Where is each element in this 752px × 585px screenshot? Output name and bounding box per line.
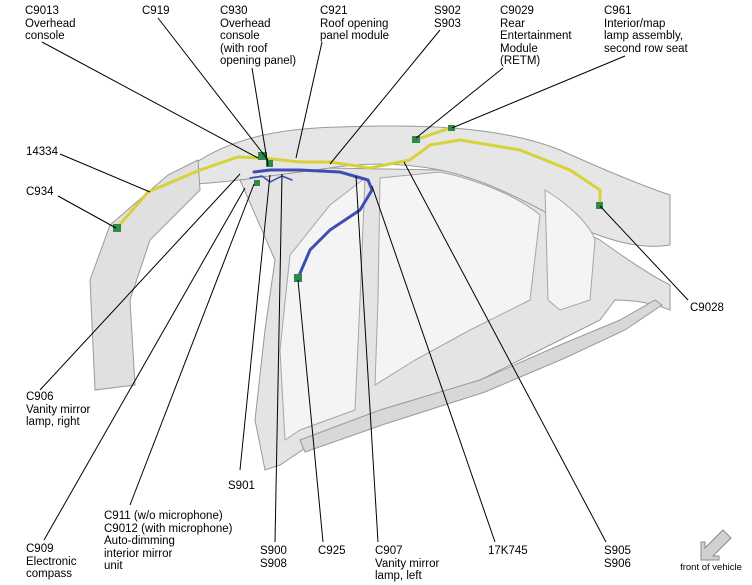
harness-yellow-right: [115, 155, 264, 230]
quarter-window-opening: [544, 189, 596, 311]
arrow-down-left-icon: [700, 529, 732, 561]
label-c919: C919: [142, 5, 170, 17]
vehicle-body: [89, 125, 671, 471]
front-door-opening: [279, 176, 366, 441]
leader-s901: [239, 174, 271, 471]
label-14334: 14334: [26, 146, 58, 158]
leader-c930: [251, 67, 269, 167]
leader-c911: [129, 183, 255, 506]
rear-door-opening: [374, 171, 541, 386]
leader-c921: [295, 41, 323, 159]
leader-c9028: [599, 205, 689, 301]
leader-s900: [274, 173, 283, 543]
connector-c909: [254, 180, 260, 186]
label-s901: S901: [228, 480, 255, 492]
leader-17k745: [371, 185, 496, 543]
leader-c907: [355, 175, 379, 543]
leader-c919: [157, 17, 269, 161]
harness-blue-mirror: [249, 175, 293, 183]
harness-yellow-rear: [413, 126, 452, 142]
connector-c9028: [596, 202, 603, 209]
leader-14334: [59, 153, 151, 193]
leader-c934: [57, 195, 117, 229]
leader-s902: [329, 29, 441, 165]
connector-c919: [266, 160, 273, 167]
connector-c961: [448, 125, 455, 131]
connector-c9013: [258, 152, 267, 160]
connector-c934: [113, 224, 121, 232]
rocker-panel: [299, 299, 663, 453]
wiring-harness: [115, 126, 602, 280]
leader-c961: [451, 55, 626, 129]
harness-blue-main: [252, 168, 374, 280]
leader-c925: [297, 279, 324, 543]
leader-s905: [403, 161, 607, 543]
leader-lines: [39, 17, 689, 543]
front-of-vehicle-indicator: front of vehicle: [675, 528, 747, 578]
leader-c906: [39, 173, 241, 391]
label-c9028: C9028: [690, 302, 724, 314]
label-c911: C911 (w/o microphone)C9012 (with microph…: [104, 510, 233, 572]
front-of-vehicle-text: front of vehicle: [680, 562, 742, 573]
harness-yellow-roof: [260, 138, 602, 207]
label-c934: C934: [26, 186, 54, 198]
leader-c9029: [415, 67, 504, 139]
leader-c909: [43, 187, 246, 541]
connectors: [113, 125, 603, 282]
connector-c9029: [412, 136, 420, 143]
connector-c925: [294, 274, 302, 282]
leader-c9013: [41, 41, 259, 159]
a-pillar-right: [89, 159, 201, 391]
label-c925: C925: [318, 545, 346, 557]
label-17k745: 17K745: [488, 545, 528, 557]
